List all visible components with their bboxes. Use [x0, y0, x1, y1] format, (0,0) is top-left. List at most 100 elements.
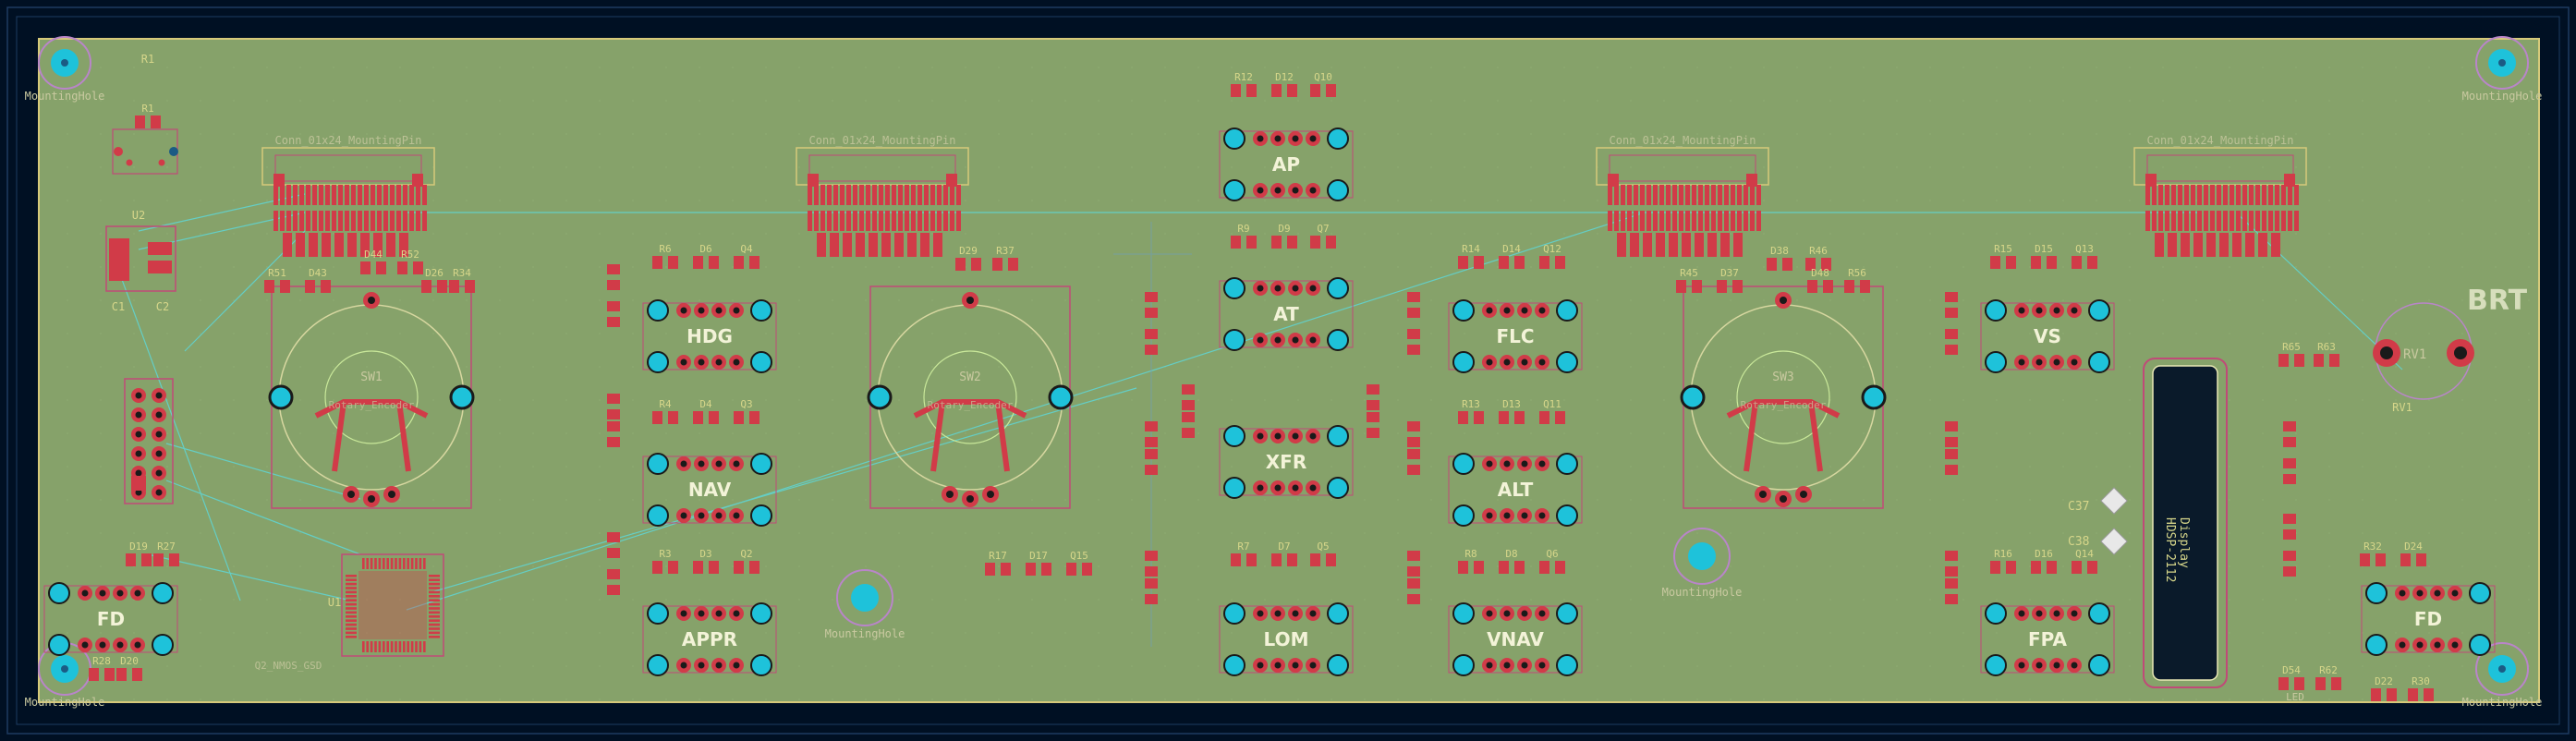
c37-c38[interactable]: C37 C38: [2068, 487, 2128, 555]
smd-part[interactable]: R3: [652, 548, 678, 574]
button-footprint[interactable]: APPR: [642, 602, 777, 676]
button-footprint[interactable]: FD: [43, 582, 178, 656]
smd-part[interactable]: R4: [652, 398, 678, 424]
button-footprint[interactable]: FLC: [1448, 299, 1583, 373]
smd-part[interactable]: Q15: [1066, 550, 1092, 576]
smd-part[interactable]: R65: [2278, 341, 2304, 367]
smd-part[interactable]: Q4: [734, 243, 759, 269]
smd-part[interactable]: D17: [1026, 550, 1051, 576]
smd-part[interactable]: R30: [2408, 675, 2434, 701]
smd-part[interactable]: D26: [421, 267, 447, 293]
smd-part[interactable]: R37: [992, 245, 1018, 271]
smd-part[interactable]: D48: [1807, 267, 1833, 293]
smd-part[interactable]: [1145, 449, 1158, 475]
smd-part[interactable]: R9: [1231, 223, 1257, 249]
smd-part[interactable]: D44: [360, 249, 386, 274]
smd-part[interactable]: D6: [693, 243, 719, 269]
smd-part[interactable]: [1182, 412, 1195, 438]
debug-header[interactable]: [124, 378, 174, 504]
smd-part[interactable]: Q7: [1310, 223, 1336, 249]
button-footprint[interactable]: XFR: [1219, 425, 1354, 499]
smd-part[interactable]: [1182, 384, 1195, 410]
smd-part[interactable]: R52: [397, 249, 423, 274]
smd-part[interactable]: [2283, 514, 2296, 540]
u1-mcu-footprint[interactable]: [341, 553, 444, 657]
smd-part[interactable]: [1145, 578, 1158, 604]
y1-crystal[interactable]: [112, 128, 178, 175]
smd-part[interactable]: [1945, 551, 1958, 577]
smd-part[interactable]: D8: [1499, 548, 1525, 574]
button-footprint[interactable]: AT: [1219, 277, 1354, 351]
button-footprint[interactable]: LOM: [1219, 602, 1354, 676]
button-footprint[interactable]: VS: [1980, 299, 2115, 373]
smd-part[interactable]: R27: [153, 541, 179, 566]
smd-part[interactable]: [1145, 292, 1158, 318]
smd-part[interactable]: Q6: [1539, 548, 1565, 574]
smd-part[interactable]: [1407, 449, 1420, 475]
smd-part[interactable]: R6: [652, 243, 678, 269]
smd-part[interactable]: R56: [1844, 267, 1870, 293]
smd-part[interactable]: R28: [89, 655, 115, 681]
smd-part[interactable]: D54: [2278, 664, 2304, 690]
smd-part[interactable]: [1145, 329, 1158, 355]
smd-part[interactable]: Q11: [1539, 398, 1565, 424]
button-footprint[interactable]: FPA: [1980, 602, 2115, 676]
smd-part[interactable]: R34: [449, 267, 475, 293]
smd-part[interactable]: R7: [1231, 541, 1257, 566]
smd-part[interactable]: [1407, 421, 1420, 447]
smd-part[interactable]: [607, 264, 620, 290]
smd-part[interactable]: R13: [1458, 398, 1484, 424]
smd-part[interactable]: Q3: [734, 398, 759, 424]
smd-part[interactable]: [1945, 329, 1958, 355]
smd-part[interactable]: D22: [2371, 675, 2397, 701]
smd-part[interactable]: R8: [1458, 548, 1484, 574]
smd-part[interactable]: D4: [693, 398, 719, 424]
smd-part[interactable]: Q14: [2072, 548, 2097, 574]
smd-part[interactable]: D29: [955, 245, 981, 271]
smd-part[interactable]: R17: [985, 550, 1011, 576]
smd-part[interactable]: [1945, 421, 1958, 447]
smd-part[interactable]: D13: [1499, 398, 1525, 424]
smd-part[interactable]: R32: [2360, 541, 2386, 566]
smd-part[interactable]: [1367, 384, 1379, 410]
smd-part[interactable]: Q5: [1310, 541, 1336, 566]
connector-footprint[interactable]: Conn_01x24_MountingPin: [796, 134, 969, 257]
smd-part[interactable]: [607, 421, 620, 447]
smd-part[interactable]: [1407, 292, 1420, 318]
smd-part[interactable]: D38: [1767, 245, 1792, 271]
smd-part[interactable]: [1407, 578, 1420, 604]
smd-part[interactable]: R15: [1990, 243, 2016, 269]
button-footprint[interactable]: NAV: [642, 453, 777, 527]
smd-part[interactable]: R16: [1990, 548, 2016, 574]
smd-part[interactable]: D14: [1499, 243, 1525, 269]
smd-part[interactable]: D24: [2400, 541, 2426, 566]
button-footprint[interactable]: ALT: [1448, 453, 1583, 527]
smd-part[interactable]: D9: [1271, 223, 1297, 249]
smd-part[interactable]: Q2: [734, 548, 759, 574]
smd-part[interactable]: D19: [126, 541, 152, 566]
smd-part[interactable]: D15: [2031, 243, 2057, 269]
smd-part[interactable]: [1945, 578, 1958, 604]
connector-footprint[interactable]: Conn_01x24_MountingPin: [2133, 134, 2307, 257]
smd-part[interactable]: [1407, 551, 1420, 577]
smd-part[interactable]: D7: [1271, 541, 1297, 566]
smd-part[interactable]: Q10: [1310, 71, 1336, 97]
smd-part[interactable]: R63: [2314, 341, 2339, 367]
u2-regulator[interactable]: [105, 225, 176, 292]
smd-part[interactable]: D3: [693, 548, 719, 574]
smd-part[interactable]: D16: [2031, 548, 2057, 574]
smd-part[interactable]: [1945, 292, 1958, 318]
button-footprint[interactable]: FD: [2361, 582, 2496, 656]
smd-part[interactable]: [607, 394, 620, 419]
smd-part[interactable]: [2283, 551, 2296, 577]
button-footprint[interactable]: HDG: [642, 299, 777, 373]
smd-part[interactable]: [1407, 329, 1420, 355]
smd-part[interactable]: [2283, 421, 2296, 447]
smd-part[interactable]: D43: [305, 267, 331, 293]
smd-part[interactable]: [1145, 551, 1158, 577]
smd-part[interactable]: Q12: [1539, 243, 1565, 269]
smd-part[interactable]: [1145, 421, 1158, 447]
connector-footprint[interactable]: Conn_01x24_MountingPin: [1596, 134, 1769, 257]
